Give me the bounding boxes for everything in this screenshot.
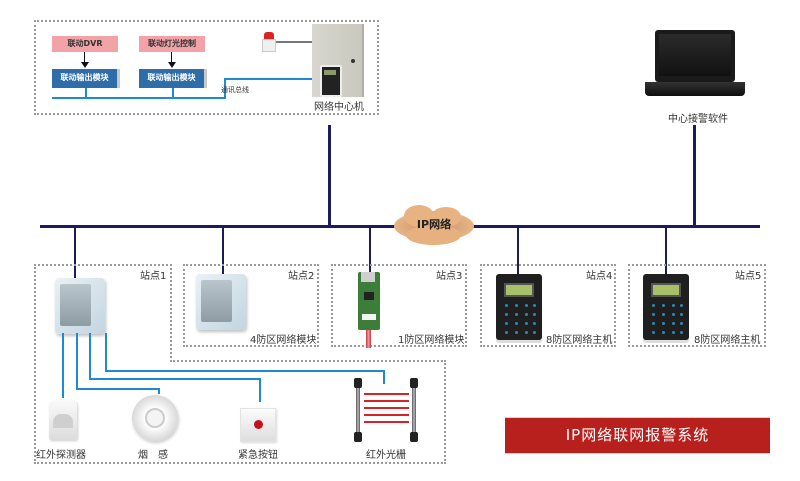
linkage-light-box: 联动灯光控制: [139, 36, 205, 52]
station-3-box: [331, 264, 467, 347]
station-1-drop: [74, 226, 76, 281]
wire-smoke-d: [158, 388, 160, 394]
bus-drop-2: [172, 88, 174, 98]
wire-button-h: [89, 378, 261, 380]
detector-label: 烟 感: [138, 450, 168, 461]
cloud-label: IP网络: [416, 218, 452, 231]
network-center-cabinet: [312, 24, 362, 97]
wire-bundle: [366, 330, 371, 348]
detector-label: 红外探测器: [36, 450, 86, 461]
station-4-box: [480, 264, 616, 347]
comm-bus-line: [52, 97, 226, 99]
wire-button-d: [259, 378, 261, 402]
wire-beam-h: [105, 370, 385, 372]
diagram-title: IP网络联网报警系统: [565, 426, 710, 444]
station-4-device-label: 8防区网络主机: [546, 335, 613, 346]
comm-bus-top: [224, 78, 312, 80]
network-center-label: 网络中心机: [314, 102, 364, 113]
station-1-divider: [170, 264, 172, 362]
wire-beam-v: [105, 333, 107, 372]
wire-smoke-v: [76, 333, 78, 389]
infrared-beam-icon: [352, 378, 422, 442]
network-module-icon: [55, 278, 105, 334]
station-5-box: [628, 264, 766, 347]
station-2-box: [183, 264, 319, 347]
arrow-down-icon: [81, 62, 89, 68]
station-1-bottom: [34, 462, 446, 464]
station-2-label: 站点2: [288, 271, 315, 282]
wire-smoke-h: [76, 388, 160, 390]
wire-beam-d: [383, 370, 385, 384]
station-2-drop: [222, 226, 224, 275]
keypad-icon: [320, 65, 342, 97]
station-5-drop: [665, 226, 667, 274]
siren-icon: [262, 32, 276, 52]
software-label: 中心接警软件: [668, 114, 728, 125]
bus-label: 通讯总线: [221, 86, 249, 94]
station-5-device-label: 8防区网络主机: [694, 335, 761, 346]
smoke-detector-icon: [132, 395, 178, 441]
station-4-drop: [517, 226, 519, 274]
pir-detector-icon: [49, 400, 77, 440]
keypad-host-icon: [496, 274, 542, 340]
station-2-device-label: 4防区网络模块: [250, 335, 317, 346]
arrow-down-icon: [168, 62, 176, 68]
station-4-label: 站点4: [586, 271, 613, 282]
station-1-divider-h: [170, 360, 446, 362]
output-module-1: 联动输出模块: [52, 69, 120, 88]
siren-wire: [276, 41, 313, 43]
linkage-dvr-box: 联动DVR: [52, 36, 118, 52]
station-1-divider-r: [444, 360, 446, 464]
cloud-icon: IP网络: [386, 205, 482, 245]
station-1-label: 站点1: [140, 271, 167, 282]
station-3-drop: [369, 226, 371, 272]
laptop-icon: [645, 30, 745, 100]
arrow-line-1: [84, 52, 85, 64]
station-3-label: 站点3: [436, 271, 463, 282]
network-module-icon: [196, 274, 246, 330]
station-5-label: 站点5: [735, 271, 762, 282]
comm-bus-rise: [224, 78, 226, 99]
detector-label: 红外光栅: [366, 450, 406, 461]
arrow-line-2: [171, 52, 172, 64]
wire-pir: [62, 333, 64, 398]
panic-button-icon: [240, 408, 276, 442]
title-banner: IP网络联网报警系统: [505, 417, 770, 454]
station-3-device-label: 1防区网络模块: [398, 335, 465, 346]
center-uplink: [328, 125, 331, 226]
keypad-host-icon: [643, 274, 689, 340]
detector-label: 紧急按钮: [238, 450, 278, 461]
station-1-box: [34, 264, 172, 464]
output-module-2: 联动输出模块: [139, 69, 207, 88]
bus-drop-1: [85, 88, 87, 98]
circuit-board-icon: [358, 272, 380, 330]
software-uplink: [693, 125, 696, 226]
center-panel: [34, 20, 379, 115]
wire-button-v: [89, 333, 91, 380]
